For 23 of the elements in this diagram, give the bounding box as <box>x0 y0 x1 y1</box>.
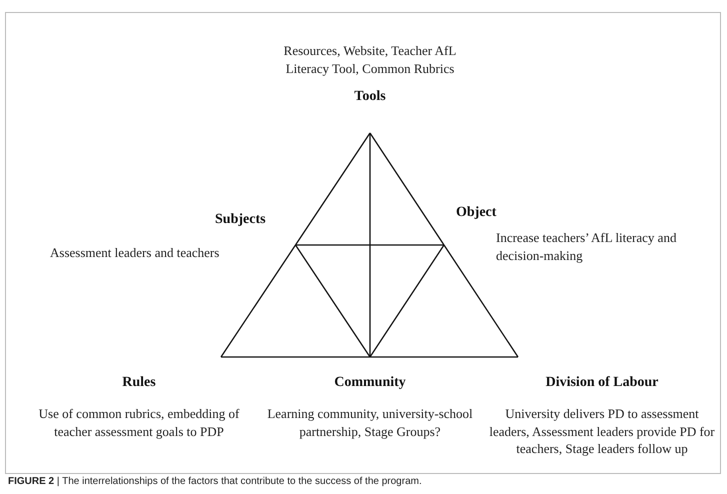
connector-line <box>221 356 370 358</box>
connector-line <box>294 132 371 246</box>
node-description: Use of common rubrics, embedding of teacher assessment goals to PDP <box>38 405 240 440</box>
node-description: Learning community, university-school partnership, Stage Groups? <box>266 405 474 440</box>
node-heading: Division of Labour <box>544 375 660 391</box>
node-heading: Subjects <box>215 212 267 228</box>
node-description: University delivers PD to assessment leaders, Assessment leaders provide PD for teachers, Stage leaders follow up <box>488 405 716 458</box>
connector-line <box>369 244 445 358</box>
node-heading: Object <box>456 205 498 221</box>
connector-line <box>294 244 371 358</box>
node-heading: Rules <box>121 375 157 391</box>
figure-caption: FIGURE 2 | The interrelationships of the factors that contribute to the success of the program. <box>8 476 422 487</box>
connector-line <box>220 244 296 358</box>
node-heading: Community <box>333 375 407 391</box>
node-description: Increase teachers’ AfL literacy and decision-making <box>496 229 678 264</box>
node-heading: Tools <box>353 89 387 106</box>
node-description: Assessment leaders and teachers <box>50 244 220 262</box>
connector-line <box>370 356 518 358</box>
connector-line <box>443 244 519 358</box>
connector-line <box>369 132 445 246</box>
node-description: Resources, Website, Teacher AfL Literacy Tool, Common Rubrics <box>282 42 458 78</box>
connector-line <box>296 244 444 246</box>
connector-line <box>369 133 371 357</box>
